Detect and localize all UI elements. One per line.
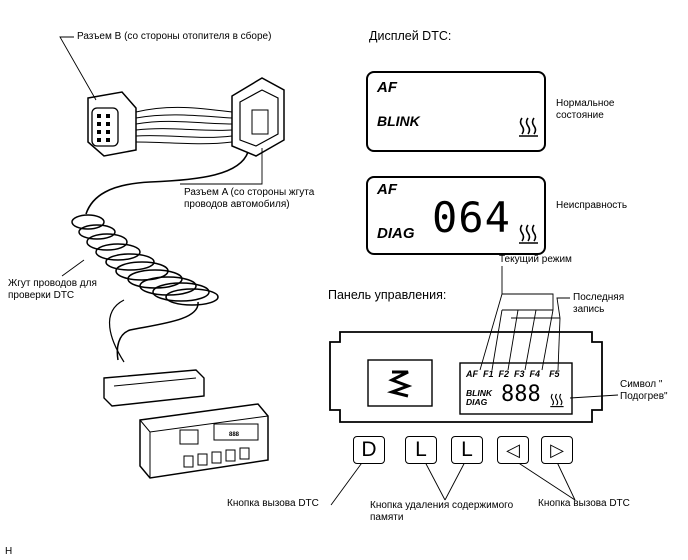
- dtc-call-button-left[interactable]: ◁: [497, 436, 529, 464]
- footer-code: H: [5, 546, 13, 557]
- label-connector-a: Разъем A (со стороны жгута проводов авто…: [184, 187, 315, 210]
- label-connector-b: Разъем B (со стороны отопителя в сборе): [77, 31, 272, 42]
- label-heating-symbol: Символ " Подогрев": [620, 379, 668, 402]
- small-control-unit: 888: [139, 403, 269, 479]
- panel-diag-text: DIAG: [466, 397, 488, 407]
- normal-mode-text: AF: [377, 79, 397, 96]
- normal-status-text: BLINK: [377, 113, 420, 129]
- fan-symbol-icon: [386, 370, 413, 398]
- mode-f4: F4: [529, 369, 541, 379]
- connector-b: [87, 91, 137, 157]
- harness-leaders: [59, 36, 263, 277]
- panel-digits: 888: [501, 382, 541, 407]
- triangle-right-icon: ▷: [550, 439, 564, 460]
- svg-text:888: 888: [229, 432, 240, 438]
- connector-a: [231, 77, 285, 157]
- display-malfunction: [366, 176, 546, 255]
- label-last-record: Последняя запись: [573, 292, 625, 315]
- label-dtc-call-right: Кнопка вызова DTC: [538, 498, 630, 509]
- button-d-label: D: [361, 438, 377, 461]
- label-normal-state: Нормальное состояние: [556, 98, 615, 121]
- label-current-mode: Текущий режим: [499, 254, 572, 265]
- mode-f1: F1: [483, 369, 494, 379]
- cable: [85, 151, 249, 215]
- malfunction-status-text: DIAG: [377, 225, 415, 242]
- label-harness: Жгут проводов для проверки DTC: [8, 278, 97, 301]
- label-control-panel: Панель управления:: [328, 288, 447, 302]
- label-malfunction: Неисправность: [556, 200, 628, 211]
- malfunction-mode-text: AF: [377, 181, 397, 198]
- coiled-harness: [71, 214, 219, 306]
- dtc-call-button-d[interactable]: D: [353, 436, 385, 464]
- triangle-left-icon: ◁: [506, 439, 520, 460]
- control-panel: [329, 331, 603, 423]
- button-l2-label: L: [461, 438, 473, 461]
- panel-mode-row: AF F1 F2 F3 F4 F5: [466, 369, 560, 379]
- panel-blink-text: BLINK: [466, 388, 492, 398]
- harness-illustration: 888: [71, 77, 285, 479]
- mode-f2: F2: [498, 369, 510, 379]
- malfunction-code-text: 064: [432, 193, 511, 242]
- mode-f5: F5: [549, 369, 560, 379]
- wire-bundle: [135, 106, 233, 145]
- label-dtc-display: Дисплей DTC:: [369, 29, 452, 43]
- display-normal: [366, 71, 546, 152]
- mode-f3: F3: [514, 369, 525, 379]
- mode-af: AF: [466, 369, 478, 379]
- memory-clear-button-2[interactable]: L: [451, 436, 483, 464]
- dtc-call-button-right[interactable]: ▷: [541, 436, 573, 464]
- label-dtc-call-left: Кнопка вызова DTC: [227, 498, 319, 509]
- button-l1-label: L: [415, 438, 427, 461]
- panel-leaders: [330, 266, 619, 506]
- memory-clear-button-1[interactable]: L: [405, 436, 437, 464]
- label-memory-clear: Кнопка удаления содержимого памяти: [370, 500, 514, 523]
